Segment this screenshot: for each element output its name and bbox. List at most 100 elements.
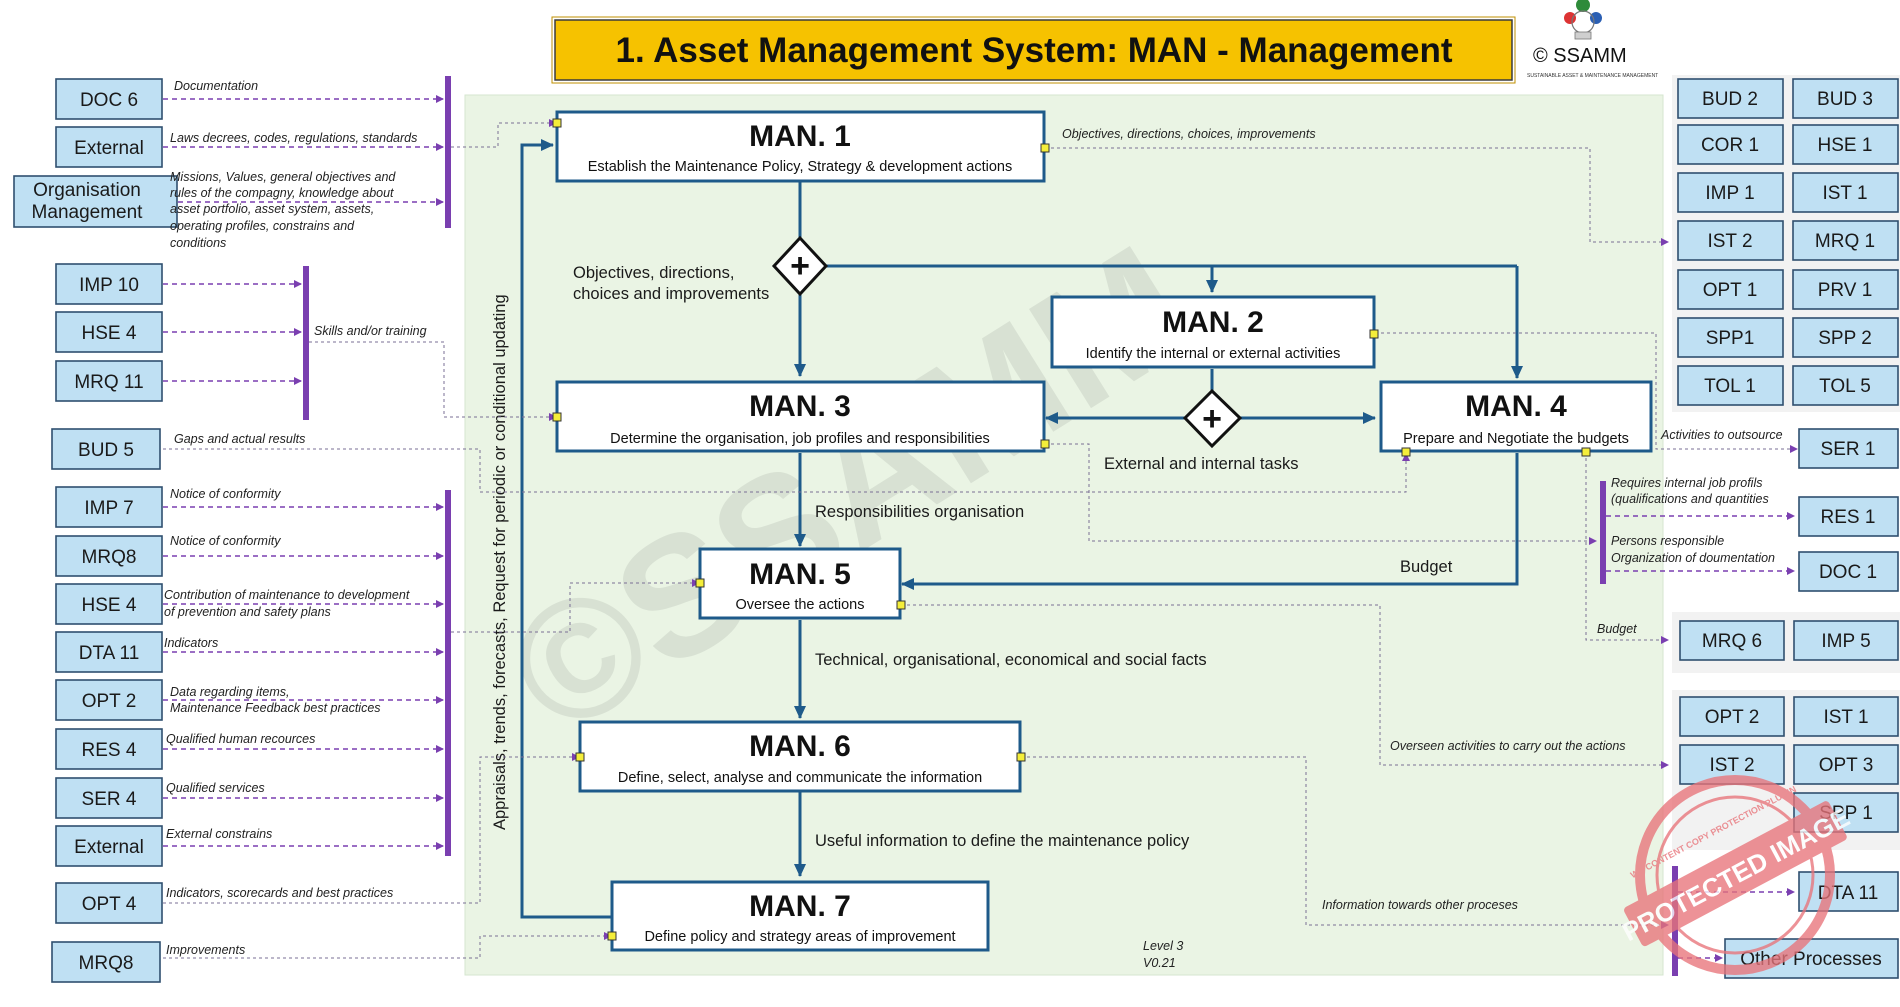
- input-doc-6[interactable]: DOC 6: [55, 78, 163, 120]
- process-man-6[interactable]: MAN. 6 Define, select, analyse and commu…: [578, 720, 1022, 793]
- process-man-5[interactable]: MAN. 5 Oversee the actions: [698, 547, 902, 620]
- svg-text:COR 1: COR 1: [1701, 135, 1759, 156]
- output-spp1[interactable]: SPP1: [1677, 317, 1784, 358]
- input-label: DOC 6: [80, 90, 138, 111]
- process-man-1[interactable]: MAN. 1 Establish the Maintenance Policy,…: [555, 110, 1046, 183]
- process-man-3[interactable]: MAN. 3 Determine the organisation, job p…: [555, 380, 1046, 453]
- logo-red-dot: [1564, 12, 1576, 24]
- svg-text:IST 2: IST 2: [1709, 755, 1754, 776]
- output-tol-5[interactable]: TOL 5: [1792, 365, 1899, 406]
- output-notes: Objectives, directions, choices, improve…: [1062, 127, 1783, 912]
- output-cor-1[interactable]: COR 1: [1677, 124, 1784, 165]
- svg-text:MRQ 6: MRQ 6: [1702, 631, 1762, 652]
- note-improvements: Improvements: [166, 943, 245, 957]
- output-ser-1[interactable]: SER 1: [1798, 428, 1899, 469]
- output-res-1[interactable]: RES 1: [1798, 496, 1899, 537]
- logo-blue-dot: [1590, 12, 1602, 24]
- logo-tagline: SUSTAINABLE ASSET & MAINTENANCE MANAGEME…: [1527, 73, 1658, 79]
- output-opt-1[interactable]: OPT 1: [1677, 269, 1784, 310]
- process-man-7[interactable]: MAN. 7 Define policy and strategy areas …: [610, 880, 990, 952]
- input-opt-2[interactable]: OPT 2: [55, 679, 163, 721]
- output-doc-1[interactable]: DOC 1: [1798, 551, 1899, 592]
- input-hse-4-a[interactable]: HSE 4: [55, 311, 163, 353]
- output-opt-3[interactable]: OPT 3: [1793, 744, 1899, 785]
- input-bud-5[interactable]: BUD 5: [51, 428, 161, 470]
- input-hse-4-b[interactable]: HSE 4: [55, 583, 163, 625]
- note-qualified-hr: Qualified human recources: [166, 732, 315, 746]
- input-bar-3: [445, 490, 451, 856]
- svg-text:OPT 2: OPT 2: [1705, 707, 1760, 728]
- output-bud-2[interactable]: BUD 2: [1677, 78, 1784, 119]
- input-dta-11[interactable]: DTA 11: [55, 631, 163, 673]
- input-label: RES 4: [82, 740, 137, 761]
- output-connectors: [901, 147, 1798, 929]
- svg-text:SPP 2: SPP 2: [1818, 328, 1872, 349]
- input-bar-1: [445, 76, 451, 228]
- svg-text:Budget: Budget: [1597, 622, 1637, 636]
- output-imp-1[interactable]: IMP 1: [1677, 172, 1784, 213]
- svg-text:MRQ 1: MRQ 1: [1815, 231, 1875, 252]
- svg-text:Information towards other proc: Information towards other proceses: [1322, 898, 1518, 912]
- process-man-2[interactable]: MAN. 2 Identify the internal or external…: [1050, 295, 1376, 369]
- process-title: MAN. 5: [749, 558, 851, 591]
- output-prv-1[interactable]: PRV 1: [1792, 269, 1899, 310]
- input-mrq-11[interactable]: MRQ 11: [55, 360, 163, 402]
- output-bud-3[interactable]: BUD 3: [1792, 78, 1899, 119]
- output-opt-2[interactable]: OPT 2: [1679, 696, 1785, 737]
- input-ser-4[interactable]: SER 4: [55, 777, 163, 819]
- note-qualified-services: Qualified services: [166, 781, 265, 795]
- output-ist-1-b[interactable]: IST 1: [1793, 696, 1899, 737]
- svg-text:TOL 5: TOL 5: [1819, 376, 1871, 397]
- input-external-1[interactable]: External: [55, 126, 163, 168]
- input-label: DTA 11: [79, 643, 140, 664]
- input-label: SER 4: [82, 789, 137, 810]
- process-subtitle: Determine the organisation, job profiles…: [610, 431, 990, 447]
- input-imp-7[interactable]: IMP 7: [55, 486, 163, 528]
- input-label: IMP 10: [79, 275, 139, 296]
- ssamm-logo: © SSAMM SUSTAINABLE ASSET & MAINTENANCE …: [1527, 0, 1658, 79]
- output-tol-1[interactable]: TOL 1: [1677, 365, 1784, 406]
- feedback-vertical-label: Appraisals, trends, forecasts, Request f…: [491, 294, 509, 830]
- input-arrows: [163, 95, 444, 850]
- gateway-split: +: [771, 235, 829, 297]
- svg-text:HSE 1: HSE 1: [1818, 135, 1873, 156]
- output-dta-11[interactable]: DTA 11: [1798, 871, 1899, 912]
- svg-text:OPT 1: OPT 1: [1703, 280, 1758, 301]
- input-bar-2: [303, 266, 309, 420]
- input-external-2[interactable]: External: [55, 825, 163, 867]
- input-notes: Documentation Laws decrees, codes, regul…: [164, 79, 427, 957]
- note-missions: asset portfolio, asset system, assets,: [170, 202, 374, 216]
- output-imp-5[interactable]: IMP 5: [1793, 620, 1899, 661]
- note-contribution: of prevention and safety plans: [164, 605, 331, 619]
- process-man-4[interactable]: MAN. 4 Prepare and Negotiate the budgets: [1379, 380, 1653, 453]
- process-title: MAN. 7: [749, 890, 851, 923]
- input-imp-10[interactable]: IMP 10: [55, 263, 163, 305]
- input-label: MRQ8: [82, 547, 137, 568]
- svg-text:IMP 5: IMP 5: [1821, 631, 1870, 652]
- output-ist-1[interactable]: IST 1: [1792, 172, 1899, 213]
- output-spp-2[interactable]: SPP 2: [1792, 317, 1899, 358]
- flow-label-technical: Technical, organisational, economical an…: [815, 651, 1207, 669]
- logo-text: © SSAMM: [1533, 45, 1627, 67]
- note-missions: rules of the compagny, knowledge about: [170, 186, 394, 200]
- output-mrq-6[interactable]: MRQ 6: [1679, 620, 1785, 661]
- input-label: IMP 7: [84, 498, 133, 519]
- output-mrq-1[interactable]: MRQ 1: [1792, 220, 1899, 261]
- input-res-4[interactable]: RES 4: [55, 728, 163, 770]
- input-opt-4[interactable]: OPT 4: [55, 882, 163, 924]
- input-label: HSE 4: [82, 595, 137, 616]
- output-hse-1[interactable]: HSE 1: [1792, 124, 1899, 165]
- output-ist-2[interactable]: IST 2: [1677, 220, 1784, 261]
- input-label: OPT 4: [82, 894, 137, 915]
- process-title: MAN. 1: [749, 120, 851, 153]
- svg-text:IST 2: IST 2: [1707, 231, 1752, 252]
- input-label: External: [74, 837, 144, 858]
- input-label: MRQ 11: [74, 372, 143, 393]
- process-subtitle: Define policy and strategy areas of impr…: [644, 929, 955, 945]
- input-mrq8-b[interactable]: MRQ8: [51, 941, 161, 983]
- flow-label-external-internal: External and internal tasks: [1104, 455, 1298, 473]
- input-mrq8-a[interactable]: MRQ8: [55, 535, 163, 577]
- main-flows: [520, 139, 1523, 919]
